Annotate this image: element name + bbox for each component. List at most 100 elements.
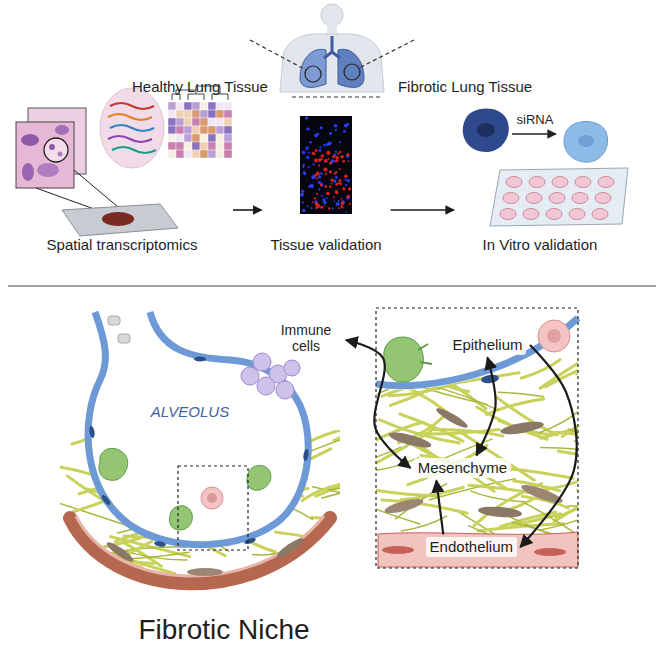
human-figure (280, 4, 384, 92)
tissue-image (324, 205, 326, 207)
heatmap (176, 126, 184, 134)
tissue-image (318, 175, 321, 178)
tissue-image (341, 198, 343, 200)
tissue-image (309, 141, 311, 143)
collagen-fiber (577, 477, 656, 490)
tissue-image (335, 156, 339, 160)
step-panel: Spatial transcriptomics (12, 92, 232, 262)
niche-inset (376, 318, 578, 386)
alveolus (302, 449, 309, 462)
transcripts (108, 114, 152, 120)
tissue-image (315, 202, 319, 206)
heatmap (224, 118, 232, 126)
alveolus (88, 426, 95, 439)
tissue-image (315, 207, 318, 210)
tissue-image (312, 202, 314, 204)
collagen-fiber (372, 458, 418, 471)
heatmap (168, 110, 176, 118)
glass-slide (62, 204, 178, 236)
alveolus (247, 465, 271, 490)
tissue-image (323, 201, 327, 205)
heatmap (184, 110, 192, 118)
tissue-image (345, 211, 347, 213)
tissue-image (308, 166, 310, 168)
niche-tissue (275, 536, 306, 561)
heatmap (208, 150, 216, 158)
alveolus (169, 506, 192, 530)
tissue-image (303, 171, 306, 174)
niche-inset (387, 429, 432, 450)
heatmap (200, 150, 208, 158)
collagen-fiber (576, 365, 631, 375)
tissue-image (302, 201, 304, 203)
collagen-fiber (498, 392, 543, 396)
heatmap (168, 142, 176, 150)
niche-inset (538, 320, 570, 352)
tissue-image (314, 197, 316, 199)
alveolus (201, 487, 223, 509)
arrow-connector (233, 209, 261, 211)
heatmap (184, 118, 192, 126)
cells-and-plate (477, 123, 495, 137)
collagen-fiber (336, 502, 377, 528)
tissue-image (342, 160, 345, 163)
heatmap (216, 110, 224, 118)
tissue-image (333, 173, 335, 175)
transcripts (110, 125, 154, 131)
tissue-image (334, 173, 336, 175)
tissue-image (302, 164, 304, 166)
tissue-image (325, 173, 327, 175)
tissue-image (345, 179, 347, 181)
histology-slides (58, 152, 63, 157)
heatmap (192, 150, 200, 158)
tissue-image (348, 187, 351, 190)
cells-and-plate (578, 135, 594, 147)
tissue-image (324, 160, 326, 162)
tissue-image (324, 159, 327, 162)
tissue-image (335, 191, 338, 194)
collagen-fiber (300, 564, 380, 574)
tissue-image (334, 124, 338, 128)
collagen-fiber (521, 360, 560, 379)
tissue-image (326, 197, 328, 199)
heatmap (224, 142, 232, 150)
cells-and-plate (512, 133, 556, 135)
tissue-image (333, 196, 335, 198)
heatmap (184, 150, 192, 158)
tissue-image (339, 168, 341, 170)
tissue-image (305, 149, 307, 151)
alveolus (118, 334, 130, 343)
heatmap (208, 102, 216, 110)
collagen-fiber (546, 356, 613, 386)
tissue-image (339, 179, 342, 182)
collagen-fiber (469, 485, 529, 492)
heatmap (176, 134, 184, 142)
human-figure (305, 66, 321, 82)
heatmap (168, 118, 176, 126)
cells-and-plate (463, 108, 509, 152)
tissue-image (335, 183, 338, 186)
heatmap (200, 118, 208, 126)
tissue-image (320, 172, 322, 174)
heatmap (216, 142, 224, 150)
tissue-image (300, 193, 304, 197)
tissue-image (332, 208, 334, 210)
tissue-image (346, 153, 349, 156)
human-figure (344, 64, 360, 80)
transcripts (100, 88, 164, 168)
cell-type-node: Epithelium (448, 335, 527, 354)
cell-type-label: Mesenchyme (414, 458, 511, 477)
tissue-image (329, 170, 332, 173)
tissue-image (338, 200, 340, 202)
collagen-fiber (541, 448, 592, 451)
heatmap (208, 110, 216, 118)
heatmap (216, 118, 224, 126)
tissue-image (304, 173, 306, 175)
glass-slide (102, 212, 134, 226)
collagen-fiber (324, 543, 366, 556)
tissue-image (336, 202, 340, 206)
tissue-image (347, 195, 350, 198)
tissue-image (318, 188, 320, 190)
glass-slide (62, 204, 178, 236)
cells-and-plate (500, 209, 516, 220)
